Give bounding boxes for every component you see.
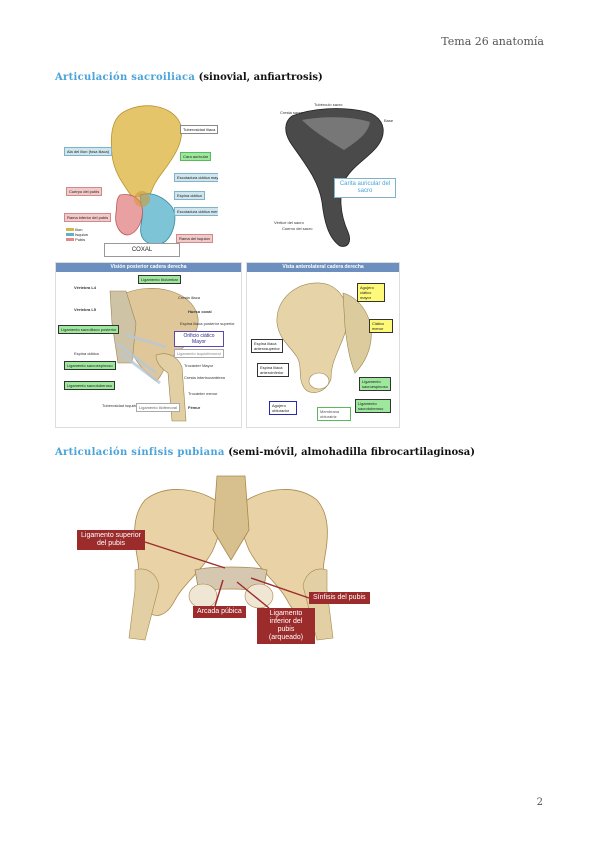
box-agujero-obturador: Agujero obturador <box>269 401 297 415</box>
coxal-illustration <box>110 105 182 245</box>
box-ligamento-sacrotuberoso-ant: Ligamento sacrotuberoso <box>355 399 391 413</box>
femur-left <box>128 568 160 641</box>
label-tuberosidad-isquiatica: Tuberosidad isquiática <box>102 403 142 408</box>
label-cresta-iliaca: Cresta iliaca <box>178 295 201 300</box>
label-rama-isquion: Rama del isquion <box>176 234 213 243</box>
acetabulum-shape <box>134 191 150 207</box>
label-ligamento-inferior: Ligamento inferior del pubis (arqueado) <box>257 608 315 644</box>
figure-coxal: Ala del ilion (fosa iliaca) Tuberosidad … <box>62 95 218 257</box>
panel-header-anterolateral: Vista anterolateral cadera derecha <box>247 263 399 272</box>
label-cara-auricular: Cara auricular <box>180 152 212 161</box>
label-escotadura-mayor: Escotadura ciática mayor <box>174 173 218 182</box>
label-espina-ciatica: Espina ciática <box>174 191 205 200</box>
label-fosa-iliaca: Ala del ilion (fosa iliaca) <box>64 147 113 156</box>
box-ciatico-menor: Ciático menor <box>369 319 393 333</box>
label-trocanter-menor: Trocánter menor <box>188 391 218 396</box>
sacro-illustration <box>285 108 384 247</box>
label-vertebra-l4: Vértebra L4 <box>74 285 97 290</box>
page-header: Tema 26 anatomía <box>441 35 544 48</box>
label-tuberculo-sacro: Tubérculo sacro <box>314 102 343 107</box>
figure-pubis: Ligamento superior del pubis Sínfisis de… <box>75 470 387 652</box>
box-ligamento-isquiofemoral: Ligamento isquiofemoral <box>174 349 224 358</box>
label-cuerno-sacro: Cuerno del sacro <box>282 226 313 231</box>
label-pubis-body: Cuerpo del pubis <box>66 187 103 196</box>
obturator-left <box>188 583 218 609</box>
anterolateral-illustration <box>276 282 372 393</box>
section-title-rest: (semi-móvil, almohadilla fibrocartilagin… <box>224 447 476 458</box>
label-base-sacro: Base <box>384 118 394 123</box>
box-membrana-obturatriz: Membrana obturatriz <box>317 407 351 421</box>
box-ligamento-sacroiliaco: Ligamento sacroiliaco posterior <box>58 325 120 334</box>
legend-item-pubis: Pubis <box>66 237 88 242</box>
legend-item-ilion: Ilion <box>66 227 88 232</box>
label-sinfisis-pubis: Sínfisis del pubis <box>309 592 370 604</box>
label-tuberosidad-iliaca: Tuberosidad iliaca <box>180 125 218 134</box>
label-arcada-pubica: Arcada púbica <box>193 606 246 618</box>
pubis-illustration <box>128 475 334 641</box>
sacro-shading <box>302 117 370 150</box>
figure-posterior: Visión posterior cadera derecha Vértebra… <box>55 262 242 428</box>
label-carita-auricular: Carita auricular del sacro <box>334 178 396 198</box>
label-cresta-sacra: Cresta sacra <box>280 110 303 115</box>
box-ligamento-iliofemoral: Ligamento iliofemoral <box>136 403 181 412</box>
ligament-lines <box>144 541 310 609</box>
legend-item-isquion: Isquion <box>66 232 88 237</box>
label-femur: Fémur <box>188 405 201 410</box>
section-title-sacroiliaca: Articulación sacroiliaca (sinovial, anfi… <box>55 72 323 83</box>
box-espina-anteroinferior: Espina iliaca anteroinferior <box>257 363 289 377</box>
coxal-caption: COXAL <box>104 243 180 257</box>
label-ligamento-superior: Ligamento superior del pubis <box>77 530 145 550</box>
figure-sacro: Tubérculo sacro Cresta sacra Base Carita… <box>272 98 402 254</box>
posterior-ligaments <box>115 333 167 385</box>
label-vertebra-l5: Vértebra L5 <box>74 307 97 312</box>
figure-anterolateral: Vista anterolateral cadera derecha Aguje… <box>246 262 400 428</box>
section-title-rest: (sinovial, anfiartrosis) <box>195 72 323 83</box>
box-orificio-ciatico-mayor: Orificio ciático Mayor <box>174 331 224 347</box>
box-ligamento-sacroespinoso: Ligamento sacroespinoso <box>64 361 116 370</box>
femur-right <box>302 568 334 641</box>
section-title-sinfisis: Articulación sínfisis pubiana (semi-móvi… <box>55 447 475 458</box>
coxal-legend: Ilion Isquion Pubis <box>66 227 88 242</box>
label-espina-posterior: Espina iliaca posterior superior <box>180 321 235 326</box>
anterolateral-coxal <box>276 282 348 393</box>
label-hueso-coxal: Hueso coxal <box>188 309 212 314</box>
section-title-accent: Articulación sínfisis pubiana <box>55 447 225 458</box>
label-vertice-sacro: Vértice del sacro <box>274 220 304 225</box>
isquion-shape <box>139 193 176 245</box>
label-espina-ciatica-post: Espina ciática <box>74 351 99 356</box>
obturator-right <box>244 583 274 609</box>
panel-header-posterior: Visión posterior cadera derecha <box>56 263 241 272</box>
anterolateral-obturator <box>308 372 330 390</box>
section-title-accent: Articulación sacroiliaca <box>55 72 196 83</box>
anterolateral-sacrum <box>342 292 372 374</box>
posterior-illustration <box>109 288 199 422</box>
box-agujero-ciatico-mayor: Agujero ciático mayor <box>357 283 385 302</box>
box-espina-anterosuperior: Espina iliaca anterosuperior <box>251 339 283 353</box>
sacro-shape <box>285 108 384 247</box>
label-cresta-intertrocanterea: Cresta intertrocantérea <box>184 375 225 380</box>
box-ligamento-iliolumbar: Ligamento iliolumbar <box>138 275 181 284</box>
box-ligamento-sacroespinoso-ant: Ligamento sacroespinoso <box>359 377 391 391</box>
box-ligamento-sacrotuberoso: Ligamento sacrotuberoso <box>64 381 116 390</box>
label-escotadura-menor: Escotadura ciática menor <box>174 207 218 216</box>
page-number: 2 <box>536 797 543 808</box>
label-trocanter-mayor: Trocánter Mayor <box>184 363 214 368</box>
ilion-shape <box>110 105 182 198</box>
label-rama-inferior-pubis: Rama inferior del pubis <box>64 213 112 222</box>
pelvis-spine <box>212 475 250 561</box>
